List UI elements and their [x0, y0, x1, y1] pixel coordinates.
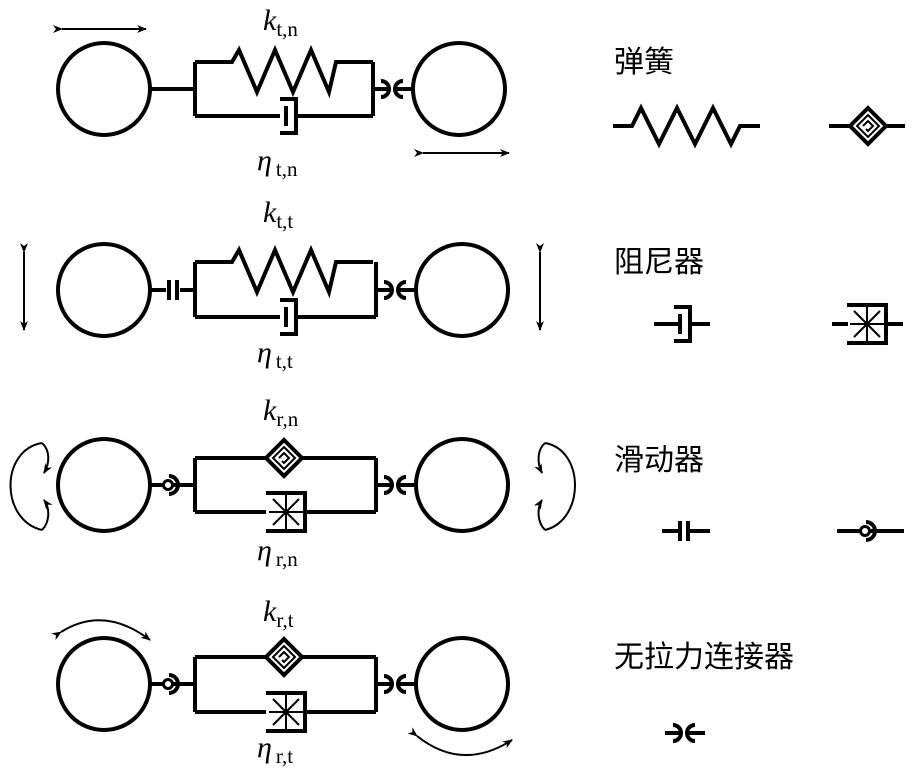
legend-rotational-spring-icon [829, 106, 905, 146]
spring-label-k-rn: kr,n [263, 394, 299, 431]
legend-linear-slider-icon [662, 519, 710, 543]
linear-damper-icon [278, 298, 298, 336]
rotational-spring-icon [264, 438, 304, 478]
particle-left [56, 242, 152, 338]
particle-left [56, 41, 152, 137]
particle-right [411, 41, 507, 137]
rotation-arrow-left [9, 442, 43, 531]
legend-title-spring: 弹簧 [614, 45, 674, 80]
legend-linear-spring-icon [613, 103, 760, 149]
linear-slider-icon [166, 278, 180, 302]
rotational-spring-icon [264, 637, 304, 677]
rotation-arc-arrow-right [407, 727, 513, 757]
linear-spring-icon [193, 248, 375, 294]
spring-label-k-tn: kt,n [263, 4, 298, 41]
particle-right [414, 437, 510, 533]
spring-label-k-rt: kr,t [263, 595, 294, 632]
legend-linear-damper-icon [654, 305, 710, 343]
particle-left [56, 437, 152, 533]
legend-title-connector: 无拉力连接器 [614, 640, 794, 675]
rotational-damper-icon [264, 691, 307, 733]
particle-left [56, 636, 152, 732]
linear-spring-icon [193, 48, 375, 94]
particle-right [414, 242, 510, 338]
legend: 弹簧 阻尼器 滑动器 无拉 [613, 45, 905, 743]
legend-no-tension-connector-icon [663, 723, 707, 743]
rotation-arrow-right [544, 442, 576, 531]
legend-title-damper: 阻尼器 [614, 245, 704, 280]
spring-label-k-tt: kt,t [263, 196, 293, 233]
no-tension-connector-icon [374, 475, 418, 495]
no-tension-connector-icon [371, 79, 415, 99]
particle-right [414, 636, 510, 732]
rotation-arc-arrow-left [51, 619, 151, 641]
rotational-damper-icon [264, 491, 307, 533]
legend-title-slider: 滑动器 [614, 443, 704, 478]
no-tension-connector-icon [374, 674, 418, 694]
no-tension-connector-icon [374, 280, 418, 300]
legend-rotational-damper-icon [832, 303, 903, 345]
legend-rotational-slider-icon [837, 520, 904, 542]
linear-damper-icon [278, 97, 298, 135]
